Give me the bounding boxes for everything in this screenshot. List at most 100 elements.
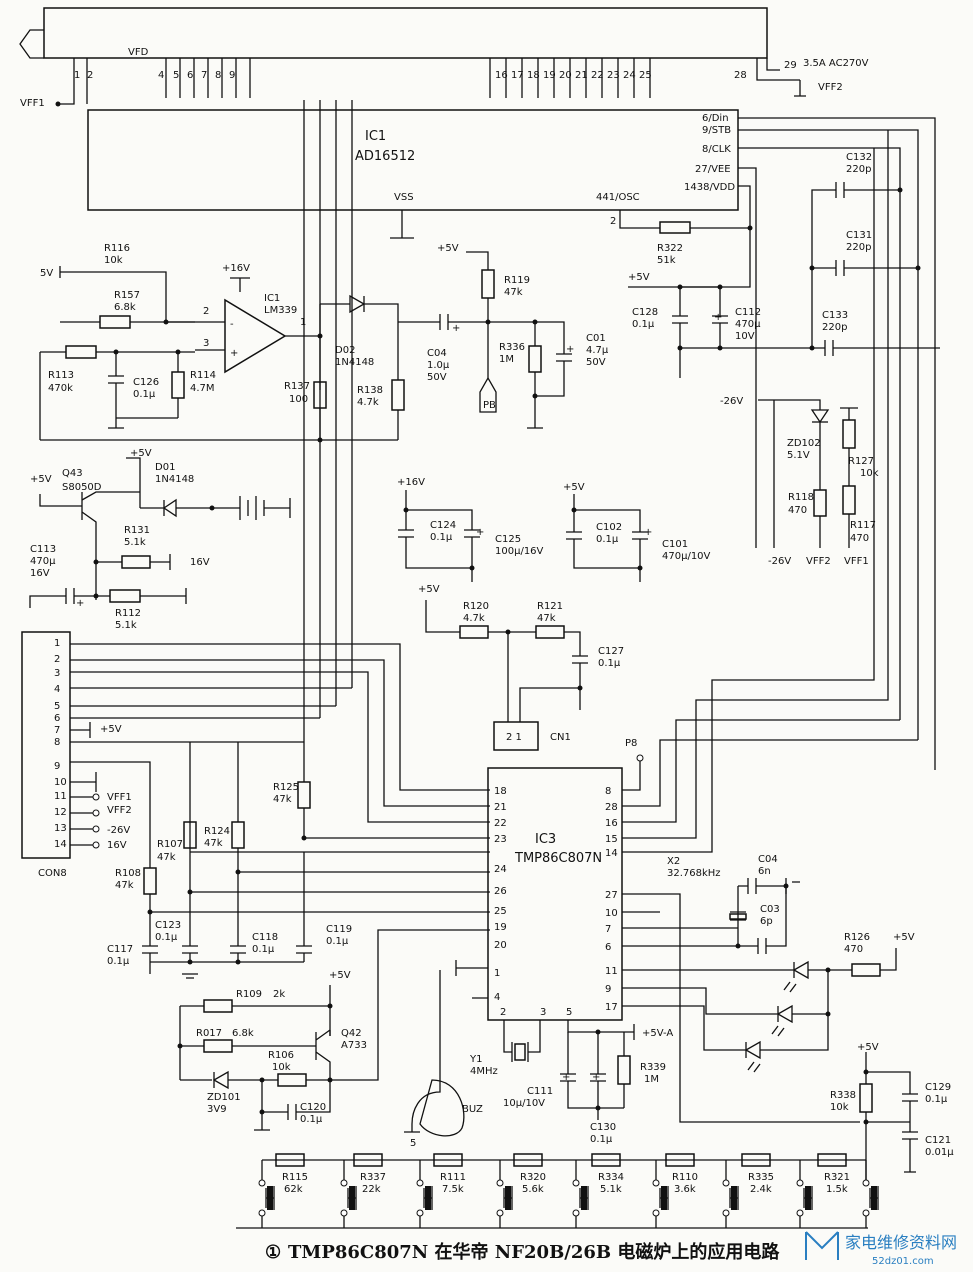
svg-text:+: +: [76, 598, 84, 609]
c111-val: 10μ/10V: [503, 1098, 545, 1109]
vff-supply-group: -26V ZD102 5.1V R118 470 R127 10k R117 4…: [720, 396, 879, 567]
vfd-pin-label: 2: [87, 70, 93, 81]
q42-reset-circuit: +5V R109 2k R017 6.8k Q42 A733 R106 10k …: [177, 929, 490, 1131]
mcu-right-pin: 14: [605, 848, 618, 859]
r339-ref: R339: [640, 1062, 666, 1073]
con8-p12-label: VFF2: [107, 805, 132, 816]
vfd-label: VFD: [128, 47, 149, 58]
push-switch-icon[interactable]: [425, 1186, 431, 1210]
v5-r119: +5V: [437, 243, 459, 254]
c101-val: 470μ/10V: [662, 551, 711, 562]
r109-val: 2k: [273, 989, 285, 1000]
r113-val: 470k: [48, 383, 73, 394]
c01-ref: C01: [586, 333, 606, 344]
vfd-pin-label: 4: [158, 70, 164, 81]
v5-r126: +5V: [893, 932, 915, 943]
push-switch-icon[interactable]: [805, 1186, 811, 1210]
r120-ref: R120: [463, 601, 489, 612]
r138-ref: R138: [357, 385, 383, 396]
key-resistor-ref: R115: [282, 1172, 308, 1183]
v5a-tag: +5V-A: [642, 1028, 673, 1039]
push-switch-icon[interactable]: [267, 1186, 273, 1210]
con8-p11-label: VFF1: [107, 792, 132, 803]
key-resistor: [353, 1153, 383, 1167]
r106-ref: R106: [268, 1050, 294, 1061]
vfd-pin-label: 25: [639, 70, 652, 81]
v5-q43: +5V: [30, 474, 52, 485]
vfd-pin-label: 6: [187, 70, 193, 81]
c124-val: 0.1μ: [430, 532, 453, 543]
c101-ref: C101: [662, 539, 688, 550]
mcu-right-pin: 27: [605, 890, 618, 901]
c131-val: 220p: [846, 242, 871, 253]
push-switch-icon[interactable]: [731, 1186, 737, 1210]
svg-text:+: +: [644, 527, 652, 538]
con8-pin-label: 13: [54, 823, 67, 834]
mcu-right-pin: 15: [605, 834, 618, 845]
push-switch-icon[interactable]: [661, 1186, 667, 1210]
key-resistor-ref: R337: [360, 1172, 386, 1183]
m26-label-b: -26V: [768, 556, 791, 567]
r126-val: 470: [844, 944, 863, 955]
cmp-part: LM339: [264, 305, 297, 316]
r119-val: 47k: [504, 287, 523, 298]
mcu-right-pin: 7: [605, 924, 611, 935]
svg-text:+: +: [562, 1072, 570, 1083]
v5-q43b: +5V: [130, 448, 152, 459]
mcu-p8-label: P8: [625, 738, 637, 749]
key-contact: [340, 1209, 348, 1217]
push-switch-icon[interactable]: [349, 1186, 355, 1210]
q43-val: S8050D: [62, 482, 102, 493]
ic1-pin2: 2: [610, 216, 616, 227]
v5-r338: +5V: [857, 1042, 879, 1053]
d02-ref: D02: [335, 345, 355, 356]
led-indicators: R126 470 +5V: [622, 932, 915, 1073]
key-contact: [652, 1179, 660, 1187]
mcu-pin5: 5: [566, 1007, 572, 1018]
svg-text:+: +: [452, 323, 460, 334]
r125-val: 47k: [273, 794, 292, 805]
c118-val: 0.1μ: [252, 944, 275, 955]
vfd-pin-label: 24: [623, 70, 636, 81]
push-switch-icon[interactable]: [581, 1186, 587, 1210]
r117-ref: R117: [850, 520, 876, 531]
mcu-left-pin: 19: [494, 922, 507, 933]
v16-label-a: 16V: [190, 557, 210, 568]
vfd-pin-label: 1: [74, 70, 80, 81]
r127-ref: R127: [848, 456, 874, 467]
r137-val: 100: [289, 394, 308, 405]
con8-pin-label: 11: [54, 791, 67, 802]
vfd-pin-label: 16: [495, 70, 508, 81]
key-contact: [796, 1179, 804, 1187]
caption-text: TMP86C807N 在华帝 NF20B/26B 电磁炉上的应用电路: [288, 1241, 780, 1263]
x2-ref: X2: [667, 856, 680, 867]
vfd-pin-label: 9: [229, 70, 235, 81]
key-resistor: [591, 1153, 621, 1167]
vfd-rating: 3.5A AC270V: [803, 58, 869, 69]
r120-val: 4.7k: [463, 613, 485, 624]
vfd-pin-label: 17: [511, 70, 524, 81]
cmp-ref: IC1: [264, 293, 280, 304]
c117-ref: C117: [107, 944, 133, 955]
cmp-supply: +16V: [222, 263, 250, 274]
d01-val: 1N4148: [155, 474, 194, 485]
q43-regulator: +5V Q43 S8050D +5V D01 1N4148 R131 5.1k …: [29, 448, 291, 631]
r113-ref: R113: [48, 370, 74, 381]
watermark: 家电维修资料网 52dz01.com: [805, 1231, 957, 1267]
v5-r120: +5V: [418, 584, 440, 595]
buz-pin: 5: [410, 1138, 416, 1149]
con8-pin-label: 4: [54, 684, 60, 695]
key-contact: [862, 1209, 870, 1217]
c131-ref: C131: [846, 230, 872, 241]
r336-ref: R336: [499, 342, 525, 353]
c112-ref: C112: [735, 307, 761, 318]
cn1-pins: 2 1: [506, 732, 522, 743]
mcu-left-pin: 4: [494, 992, 500, 1003]
push-switch-icon[interactable]: [505, 1186, 511, 1210]
c102-val: 0.1μ: [596, 534, 619, 545]
d02-feedback: D02 1N4148 R137 100 R138 4.7k C04 1.0μ 5…: [40, 294, 488, 443]
push-switch-icon[interactable]: [871, 1186, 877, 1210]
mcu-pin2: 2: [500, 1007, 506, 1018]
v5-q42: +5V: [329, 970, 351, 981]
key-resistor-val: 22k: [362, 1184, 381, 1195]
